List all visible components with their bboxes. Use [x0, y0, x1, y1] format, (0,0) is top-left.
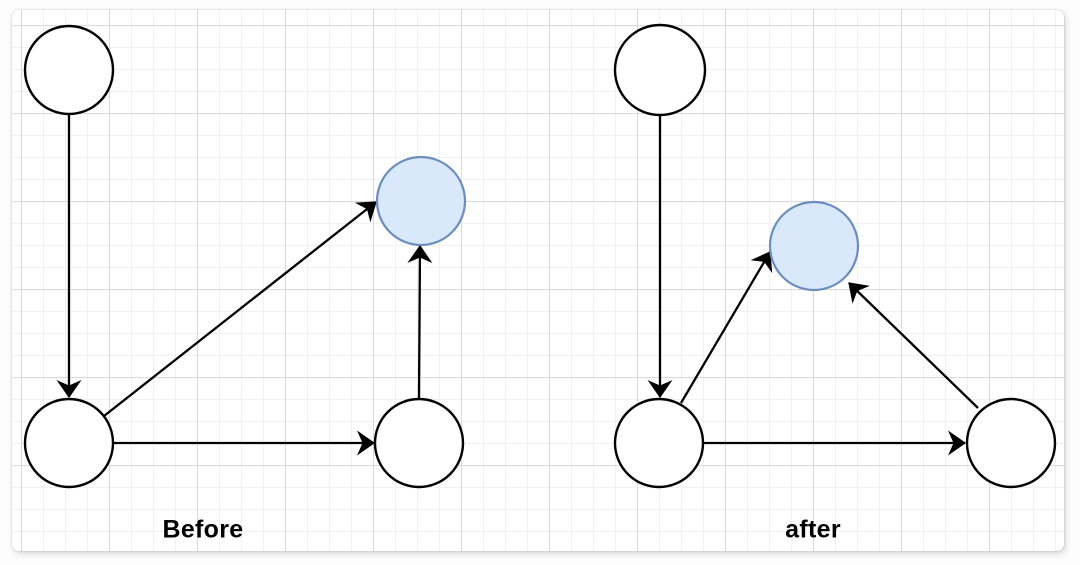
after-top-node — [613, 23, 707, 117]
after-bottom-right-node — [965, 397, 1057, 489]
after-label: after — [785, 515, 841, 544]
after-bottom-left-node — [613, 397, 705, 489]
diagram-canvas — [12, 10, 1064, 551]
before-top-left-node — [23, 24, 115, 116]
after-highlighted-node — [768, 200, 860, 292]
before-highlighted-node — [375, 155, 467, 247]
before-edge-bottom-left-to-highlighted — [103, 201, 377, 417]
before-label: Before — [162, 515, 244, 544]
before-bottom-right-node — [373, 397, 465, 489]
before-bottom-left-node — [23, 397, 115, 489]
after-edge-bottom-right-to-highlighted — [848, 282, 979, 409]
before-edge-bottom-right-to-highlighted — [407, 245, 433, 400]
after-edge-bottom-left-to-highlighted — [680, 251, 773, 404]
